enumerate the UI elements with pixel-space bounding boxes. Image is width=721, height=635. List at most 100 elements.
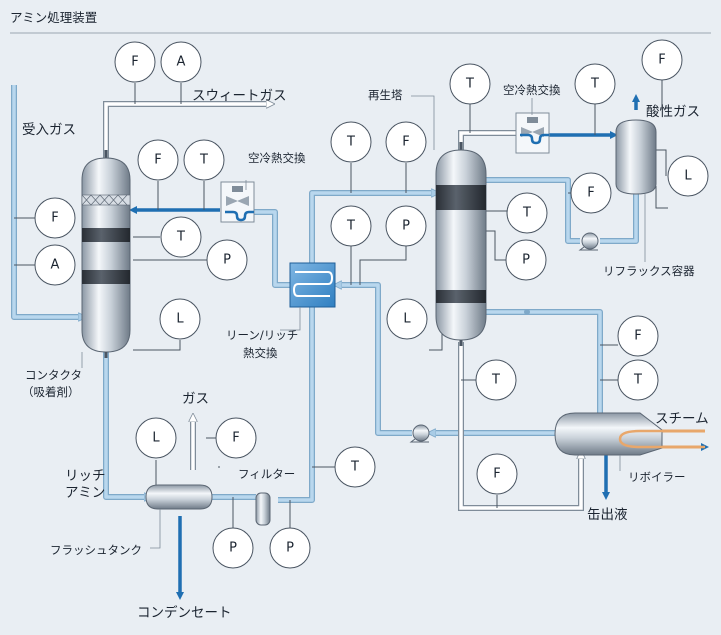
label-reflux-drum: リフラックス容器 — [603, 264, 695, 278]
label-filter: フィルター — [238, 467, 295, 481]
label-regenerator: 再生塔 — [368, 88, 403, 102]
label-gas: ガス — [182, 391, 209, 407]
instrument-letter: T — [590, 77, 599, 92]
instrument-flow: F — [476, 453, 518, 495]
filter-unit — [255, 492, 271, 526]
instrument-letter: T — [522, 206, 531, 221]
instrument-letter: L — [152, 431, 160, 446]
instrument-letter: T — [491, 373, 500, 388]
lean-pump — [409, 424, 430, 443]
instrument-temperature: T — [183, 139, 225, 181]
instrument-letter: T — [350, 460, 359, 475]
instrument-flow: F — [617, 315, 659, 357]
diagram-title: アミン処理装置 — [10, 10, 97, 25]
label-air-cooler-1: 空冷熱交換 — [248, 151, 306, 165]
instrument-letter: T — [346, 219, 355, 234]
instrument-pressure: P — [212, 527, 254, 569]
label-reboiler: リボイラー — [628, 470, 686, 484]
label-feed-gas: 受入ガス — [22, 122, 76, 138]
label-bottoms: 缶出液 — [587, 507, 628, 523]
instrument-level: L — [386, 298, 428, 340]
regenerator-vessel — [435, 142, 487, 346]
label-contactor-sub: （吸着剤） — [22, 385, 80, 399]
instrument-pressure: P — [385, 205, 427, 247]
instrument-letter: F — [232, 431, 239, 446]
instrument-temperature: T — [330, 205, 372, 247]
instrument-letter: P — [286, 541, 294, 556]
label-condensate: コンデンセート — [137, 604, 232, 621]
instrument-flow: F — [34, 197, 76, 239]
label-contactor: コンタクタ — [25, 368, 82, 382]
label-steam: スチーム — [655, 411, 709, 427]
instrument-letter: F — [587, 186, 594, 201]
instrument-letter: P — [229, 541, 237, 556]
instrument-letter: F — [131, 55, 138, 70]
contactor-vessel — [81, 150, 131, 358]
instrument-letter: T — [176, 230, 185, 245]
instrument-analyzer: A — [160, 41, 202, 83]
air-cooler-2 — [515, 112, 550, 154]
reboiler — [554, 412, 705, 456]
instrument-temperature: T — [506, 192, 548, 234]
reflux-pump — [578, 232, 599, 251]
stream-labels: スウィートガス 受入ガス 空冷熱交換 空冷熱交換 再生塔 酸性ガス リフラックス… — [22, 83, 709, 621]
instrument-leads — [14, 80, 668, 528]
instrument-letter: F — [154, 153, 161, 168]
label-acid-gas: 酸性ガス — [646, 104, 700, 120]
instrument-letter: F — [493, 467, 500, 482]
label-air-cooler-2: 空冷熱交換 — [503, 83, 561, 97]
label-rich-amine: リッチ — [65, 468, 106, 484]
air-cooler-1 — [220, 181, 255, 223]
instrument-temperature: T — [574, 63, 616, 105]
instrument-letter: T — [346, 135, 355, 150]
label-sweet-gas: スウィートガス — [192, 88, 287, 104]
instrument-temperature: T — [475, 359, 517, 401]
instrument-letter: F — [402, 135, 409, 150]
instrument-letter: A — [51, 258, 60, 273]
instrument-temperature: T — [334, 446, 376, 488]
instrument-temperature: T — [617, 359, 659, 401]
instrument-flow: F — [114, 41, 156, 83]
instrument-letter: P — [223, 253, 231, 268]
instrument-pressure: P — [505, 239, 547, 281]
instrument-analyzer: A — [34, 244, 76, 286]
label-flash-tank: フラッシュタンク — [50, 543, 142, 557]
junction-dot — [524, 309, 530, 315]
instrument-flow: F — [385, 121, 427, 163]
instrument-letter: F — [51, 211, 58, 226]
label-lean-rich: リーン/リッチ — [226, 328, 298, 342]
instrument-level: L — [667, 155, 709, 197]
reflux-drum — [615, 119, 657, 195]
instrument-flow: F — [137, 139, 179, 181]
instrument-flow: F — [641, 39, 683, 81]
instrument-letter: L — [684, 169, 692, 184]
instrument-temperature: T — [160, 216, 202, 258]
label-lean-rich-sub: 熱交換 — [243, 346, 278, 360]
instrument-letter: P — [522, 253, 530, 268]
instrument-letter: F — [658, 53, 665, 68]
instrument-letter: L — [403, 312, 411, 327]
instrument-bubbles: F A F T T P L F A T T F T F L F T P T P … — [34, 39, 709, 569]
instrument-pressure: P — [206, 239, 248, 281]
instrument-letter: T — [465, 77, 474, 92]
instrument-flow: F — [570, 172, 612, 214]
instrument-letter: P — [402, 219, 410, 234]
instrument-pressure: P — [269, 527, 311, 569]
instrument-level: L — [159, 298, 201, 340]
instrument-letter: T — [633, 373, 642, 388]
leader-lines — [81, 95, 646, 549]
instrument-letter: L — [176, 312, 184, 327]
instrument-level: L — [135, 417, 177, 459]
instrument-letter: F — [634, 329, 641, 344]
lean-rich-exchanger — [289, 262, 336, 308]
instrument-flow: F — [215, 417, 257, 459]
instrument-letter: T — [199, 153, 208, 168]
label-rich-amine-sub: アミン — [65, 485, 105, 501]
instrument-letter: A — [177, 55, 186, 70]
instrument-temperature: T — [330, 121, 372, 163]
flash-tank — [145, 484, 213, 510]
instrument-temperature: T — [449, 63, 491, 105]
process-lines — [11, 85, 639, 503]
